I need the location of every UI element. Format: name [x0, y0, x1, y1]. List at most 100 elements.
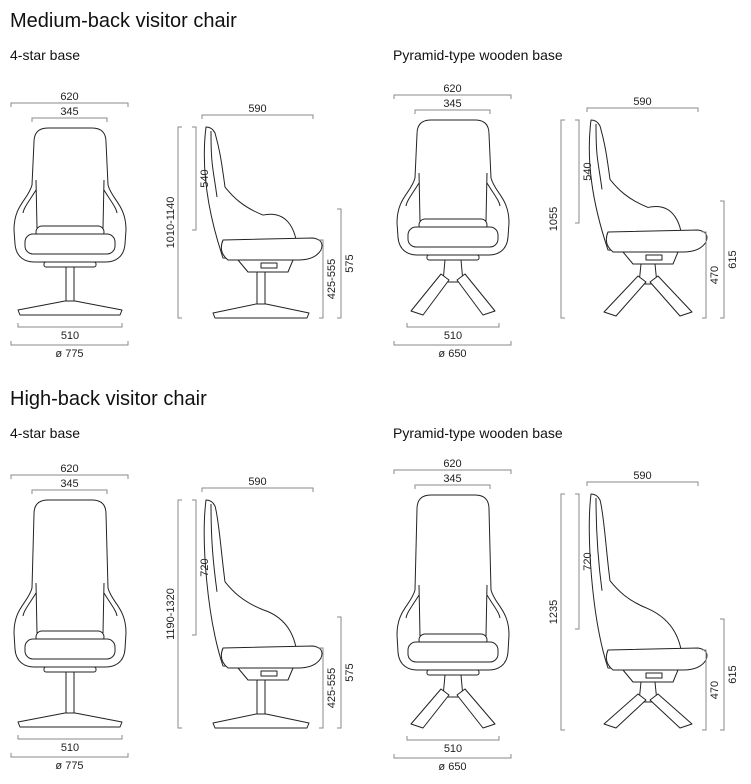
total-height-dim-line	[560, 119, 565, 319]
seat-height-dim-line	[319, 647, 324, 729]
seat-mechanism	[426, 254, 480, 261]
side-view	[588, 119, 708, 317]
back-height-dim-line	[575, 119, 580, 224]
base-diameter-dim-label: ø 775	[55, 348, 83, 360]
gas-column	[256, 271, 266, 306]
control-lever	[645, 672, 663, 679]
armrest-height-dim-line	[720, 200, 725, 319]
armrest-lines	[405, 584, 501, 637]
total-height-dim-label: 1235	[548, 600, 560, 624]
star-base	[212, 303, 310, 319]
chair-side-shell	[203, 499, 299, 669]
back-width-dim-line	[31, 117, 108, 122]
armrest-height-dim-line	[337, 616, 342, 729]
wooden-leg	[456, 273, 496, 316]
total-height-dim-label: 1055	[548, 207, 560, 231]
chair-side-shell	[203, 126, 299, 261]
front-width-dim-label: 620	[60, 91, 78, 103]
gas-column	[65, 671, 75, 715]
wooden-leg	[649, 275, 693, 317]
total-height-dim-line	[177, 499, 182, 729]
gas-column	[256, 679, 266, 716]
base-diameter-dim-label: ø 775	[55, 760, 83, 772]
front-view	[396, 119, 510, 316]
side-view	[203, 499, 323, 729]
armrest-height-dim-label: 615	[727, 665, 739, 683]
front-width-dim-line	[393, 469, 512, 474]
side-view	[203, 126, 323, 319]
variant-label-star: 4-star base	[10, 47, 81, 63]
front-width-dim-label: 620	[443, 458, 461, 470]
star-base	[17, 300, 123, 316]
back-edge-line	[210, 503, 218, 592]
base-diameter-dim-line	[10, 341, 129, 346]
gas-column	[65, 266, 75, 303]
front-width-dim-line	[10, 102, 129, 107]
front-width-dim-line	[393, 94, 512, 99]
back-width-dim-label: 345	[443, 98, 461, 110]
side-view	[588, 493, 708, 729]
total-height-dim-line	[177, 126, 182, 319]
armrest-height-dim-line	[720, 618, 725, 731]
back-width-dim-label: 345	[443, 473, 461, 485]
back-width-dim-label: 345	[60, 478, 78, 490]
variant-label-star: 4-star base	[10, 425, 81, 441]
control-lever	[260, 262, 278, 269]
armrest-height-dim-line	[337, 208, 342, 319]
seat-height-dim-label: 425-555	[326, 668, 338, 708]
base-diameter-dim-line	[393, 341, 512, 346]
base-diameter-dim-line	[393, 754, 512, 759]
wooden-leg	[410, 273, 450, 316]
depth-dim-line	[586, 481, 699, 486]
armrest-lines	[22, 582, 118, 634]
seat-cushion	[407, 641, 499, 663]
base-width-dim-line	[406, 323, 500, 328]
section-title-medium-back: Medium-back visitor chair	[10, 10, 237, 32]
front-width-dim-label: 620	[60, 463, 78, 475]
variant-label-pyramid: Pyramid-type wooden base	[393, 47, 563, 63]
depth-dim-label: 590	[633, 96, 651, 108]
armrest-height-dim-label: 575	[344, 254, 356, 272]
base-width-dim-label: 510	[444, 743, 462, 755]
seat-cushion	[24, 233, 116, 255]
base-width-dim-label: 510	[61, 742, 79, 754]
armrest-lines	[22, 179, 118, 229]
back-height-dim-line	[192, 126, 197, 231]
star-base	[17, 712, 123, 728]
back-height-dim-line	[575, 493, 580, 630]
back-height-dim-label: 540	[199, 169, 211, 187]
seat-mechanism	[43, 666, 97, 673]
seat-height-dim-label: 470	[709, 266, 721, 284]
back-height-dim-label: 720	[199, 558, 211, 576]
base-width-dim-label: 510	[444, 330, 462, 342]
seat-armrest	[220, 645, 323, 669]
base-width-dim-line	[17, 323, 123, 328]
seat-armrest	[605, 229, 708, 253]
chair-side-shell	[588, 119, 684, 253]
seat-cushion	[24, 638, 116, 660]
seat-height-dim-line	[702, 649, 707, 731]
seat-height-dim-line	[702, 231, 707, 319]
back-width-dim-line	[414, 484, 491, 489]
control-lever	[645, 254, 663, 261]
base-diameter-dim-label: ø 650	[438, 348, 466, 360]
back-width-dim-line	[31, 489, 108, 494]
back-edge-line	[210, 130, 218, 198]
chair-shell	[13, 499, 127, 668]
seat-height-dim-line	[319, 239, 324, 319]
seat-cushion	[407, 226, 499, 248]
total-height-dim-label: 1190-1320	[165, 588, 177, 640]
base-width-dim-label: 510	[61, 330, 79, 342]
back-width-dim-line	[414, 109, 491, 114]
base-width-dim-line	[17, 735, 123, 740]
depth-dim-line	[201, 114, 314, 119]
armrest-height-dim-label: 615	[727, 250, 739, 268]
depth-dim-line	[201, 487, 314, 492]
depth-dim-label: 590	[248, 103, 266, 115]
chair-side-shell	[588, 493, 684, 671]
wooden-leg	[410, 688, 450, 729]
